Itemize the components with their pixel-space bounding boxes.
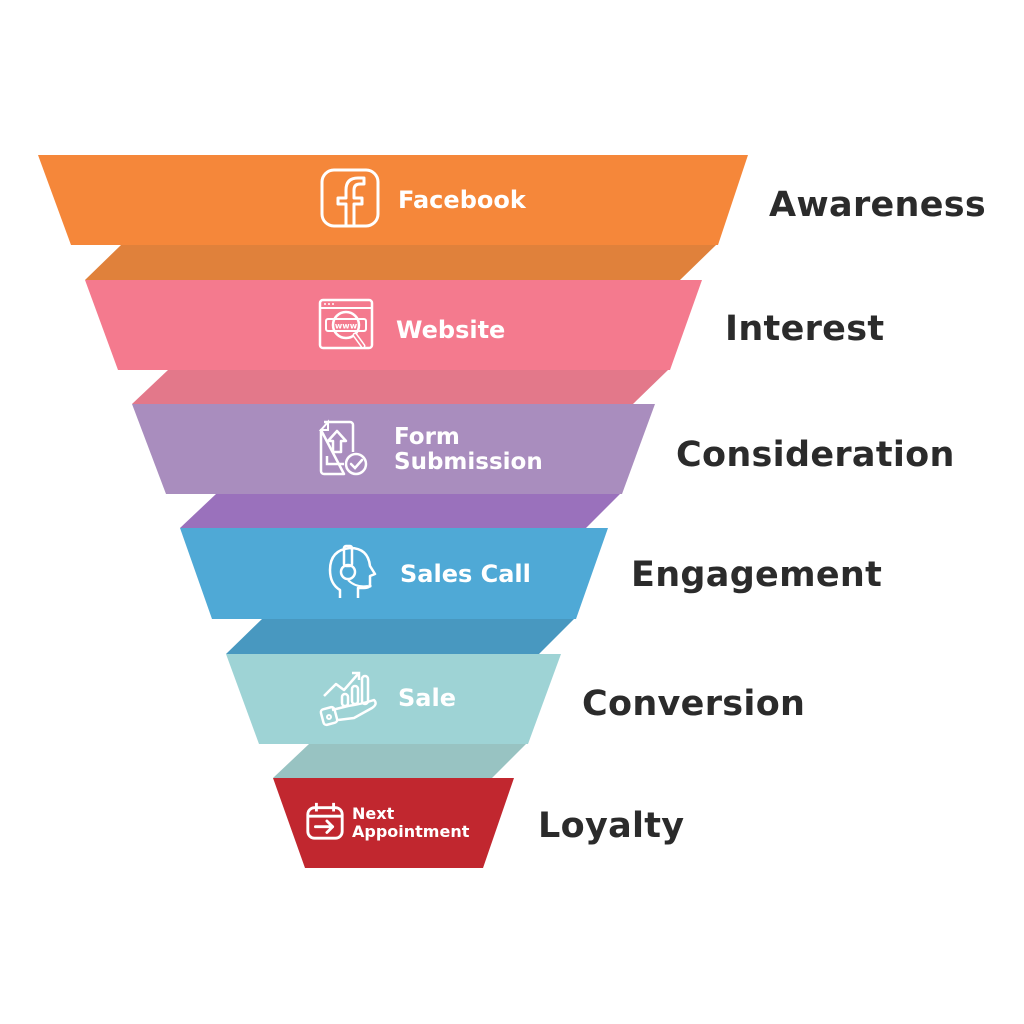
funnel-connector-0: [85, 245, 716, 280]
stage-label-engagement: Engagement: [631, 555, 883, 595]
funnel-connector-1: [132, 370, 668, 404]
stage-label-interest: Interest: [725, 309, 885, 349]
channel-interest: www Website: [316, 298, 505, 362]
channel-label-line: Sales Call: [400, 559, 531, 588]
website-search-icon: www: [316, 296, 380, 364]
funnel-connector-2: [180, 494, 620, 528]
stage-label-conversion: Conversion: [582, 684, 806, 724]
channel-label-line: Website: [396, 315, 506, 344]
funnel-connector-3: [226, 619, 574, 654]
funnel-stage-awareness: [38, 155, 748, 245]
channel-awareness: Facebook: [318, 168, 526, 232]
channel-label: Sales Call: [400, 559, 531, 588]
channel-label: Sale: [398, 683, 456, 712]
channel-label-line: Sale: [398, 683, 456, 712]
channel-engagement: Sales Call: [320, 542, 531, 606]
channel-label-line: Facebook: [398, 185, 526, 214]
funnel-stage-interest: [85, 280, 702, 370]
calendar-arrow-icon: [304, 800, 346, 846]
stage-label-consideration: Consideration: [676, 435, 955, 475]
channel-label: Facebook: [398, 185, 526, 214]
channel-conversion: Sale: [318, 666, 456, 730]
channel-label-line: Submission: [394, 449, 543, 475]
facebook-icon: [318, 166, 382, 234]
stage-label-awareness: Awareness: [769, 185, 987, 225]
funnel-stage-engagement: [180, 528, 608, 619]
svg-text:www: www: [335, 322, 358, 331]
funnel-connector-4: [273, 744, 526, 778]
channel-label-line: Appointment: [352, 822, 470, 841]
funnel-stage-loyalty: [273, 778, 514, 868]
funnel-stage-consideration: [132, 404, 655, 494]
form-upload-check-icon: [314, 416, 378, 484]
headset-agent-icon: [320, 540, 384, 608]
channel-label-line: Next: [352, 804, 395, 824]
channel-label: Website: [396, 315, 506, 344]
funnel-stage-conversion: [226, 654, 561, 744]
channel-label-line: Form: [394, 423, 460, 450]
stage-label-loyalty: Loyalty: [538, 806, 685, 846]
hand-growth-chart-icon: [318, 664, 382, 732]
